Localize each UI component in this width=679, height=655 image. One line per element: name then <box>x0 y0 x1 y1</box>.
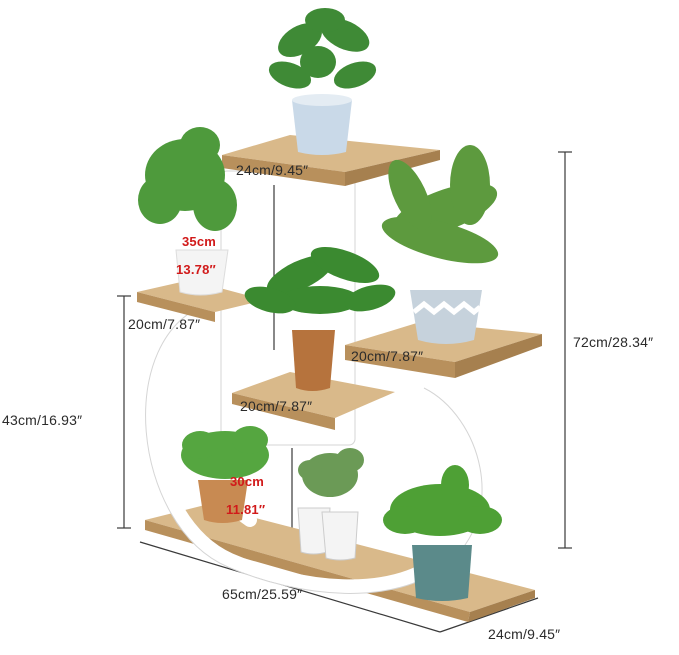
upper-gap-in-label: 13.78″ <box>176 262 216 277</box>
top-shelf-width-label: 24cm/9.45″ <box>236 162 309 178</box>
base-length-label: 65cm/25.59″ <box>222 586 303 602</box>
left-plant <box>138 127 237 296</box>
bottom-center-plant <box>297 448 364 561</box>
total-height-label: 72cm/28.34″ <box>573 334 654 350</box>
middle-shelf-width-label: 20cm/7.87″ <box>240 398 313 414</box>
lower-gap-in-label: 11.81″ <box>226 502 266 517</box>
left-height-label: 43cm/16.93″ <box>2 412 83 428</box>
upper-gap-cm-label: 35cm <box>182 234 217 249</box>
base-depth-label: 24cm/9.45″ <box>488 626 561 642</box>
bottom-right-plant <box>383 465 502 601</box>
top-plant <box>268 8 377 155</box>
left-shelf-width-label: 20cm/7.87″ <box>128 316 201 332</box>
center-plant <box>244 246 396 391</box>
right-plant <box>381 145 499 344</box>
bottom-left-plant <box>181 426 269 523</box>
lower-gap-cm-label: 30cm <box>230 474 265 489</box>
right-shelf-width-label: 20cm/7.87″ <box>351 348 424 364</box>
